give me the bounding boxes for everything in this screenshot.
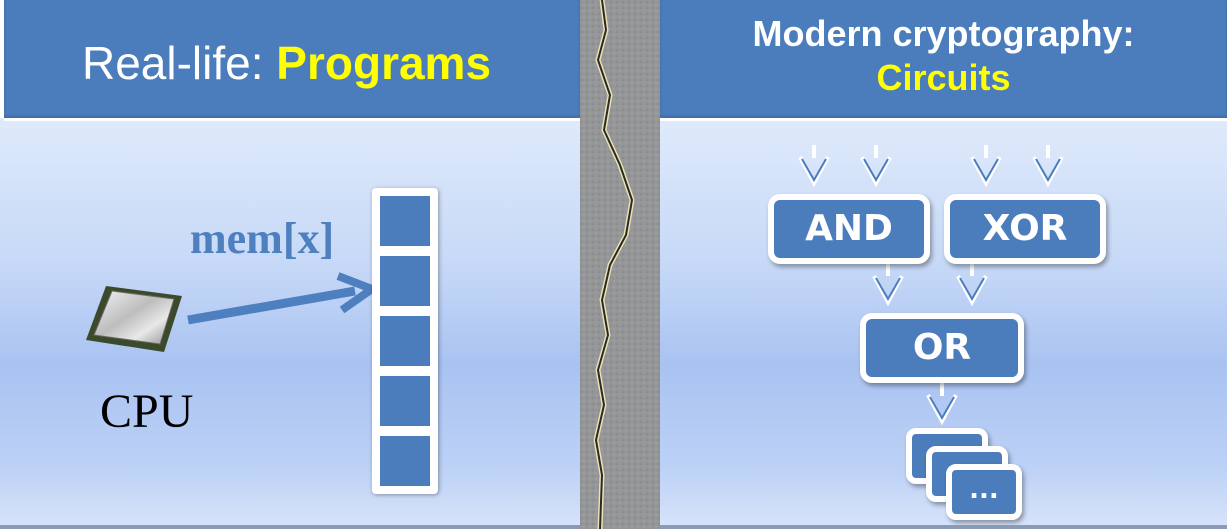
programs-title-prefix: Real-life: (82, 37, 277, 89)
circuits-title-line1: Modern cryptography: (752, 13, 1135, 54)
programs-panel: Real-life: Programs mem[x] CPU (0, 0, 580, 529)
memory-array (372, 188, 438, 494)
programs-header: Real-life: Programs (4, 0, 580, 121)
memory-cell (380, 256, 430, 306)
circuits-title-line2: Circuits (876, 57, 1011, 98)
bottom-rule (660, 525, 1227, 529)
circuits-header: Modern cryptography: Circuits (660, 0, 1227, 121)
memory-cell (380, 436, 430, 486)
and-gate: AND (768, 194, 930, 264)
circuits-title: Modern cryptography: Circuits (660, 12, 1227, 100)
memory-cell (380, 316, 430, 366)
or-gate: OR (860, 313, 1024, 383)
programs-title: Real-life: Programs (82, 36, 491, 90)
mem-access-label: mem[x] (190, 214, 335, 263)
output-card-front: ... (946, 464, 1022, 520)
cpu-label: CPU (100, 385, 194, 438)
xor-gate: XOR (944, 194, 1106, 264)
programs-title-highlight: Programs (276, 37, 492, 89)
circuits-panel: Modern cryptography: Circuits (660, 0, 1227, 529)
cpu-chip-icon (86, 286, 182, 352)
circuit-wires (798, 145, 1064, 426)
cpu-to-memory-arrow (187, 272, 381, 325)
memory-cell (380, 196, 430, 246)
crack-divider (580, 0, 660, 529)
memory-cell (380, 376, 430, 426)
bottom-rule (0, 525, 580, 529)
